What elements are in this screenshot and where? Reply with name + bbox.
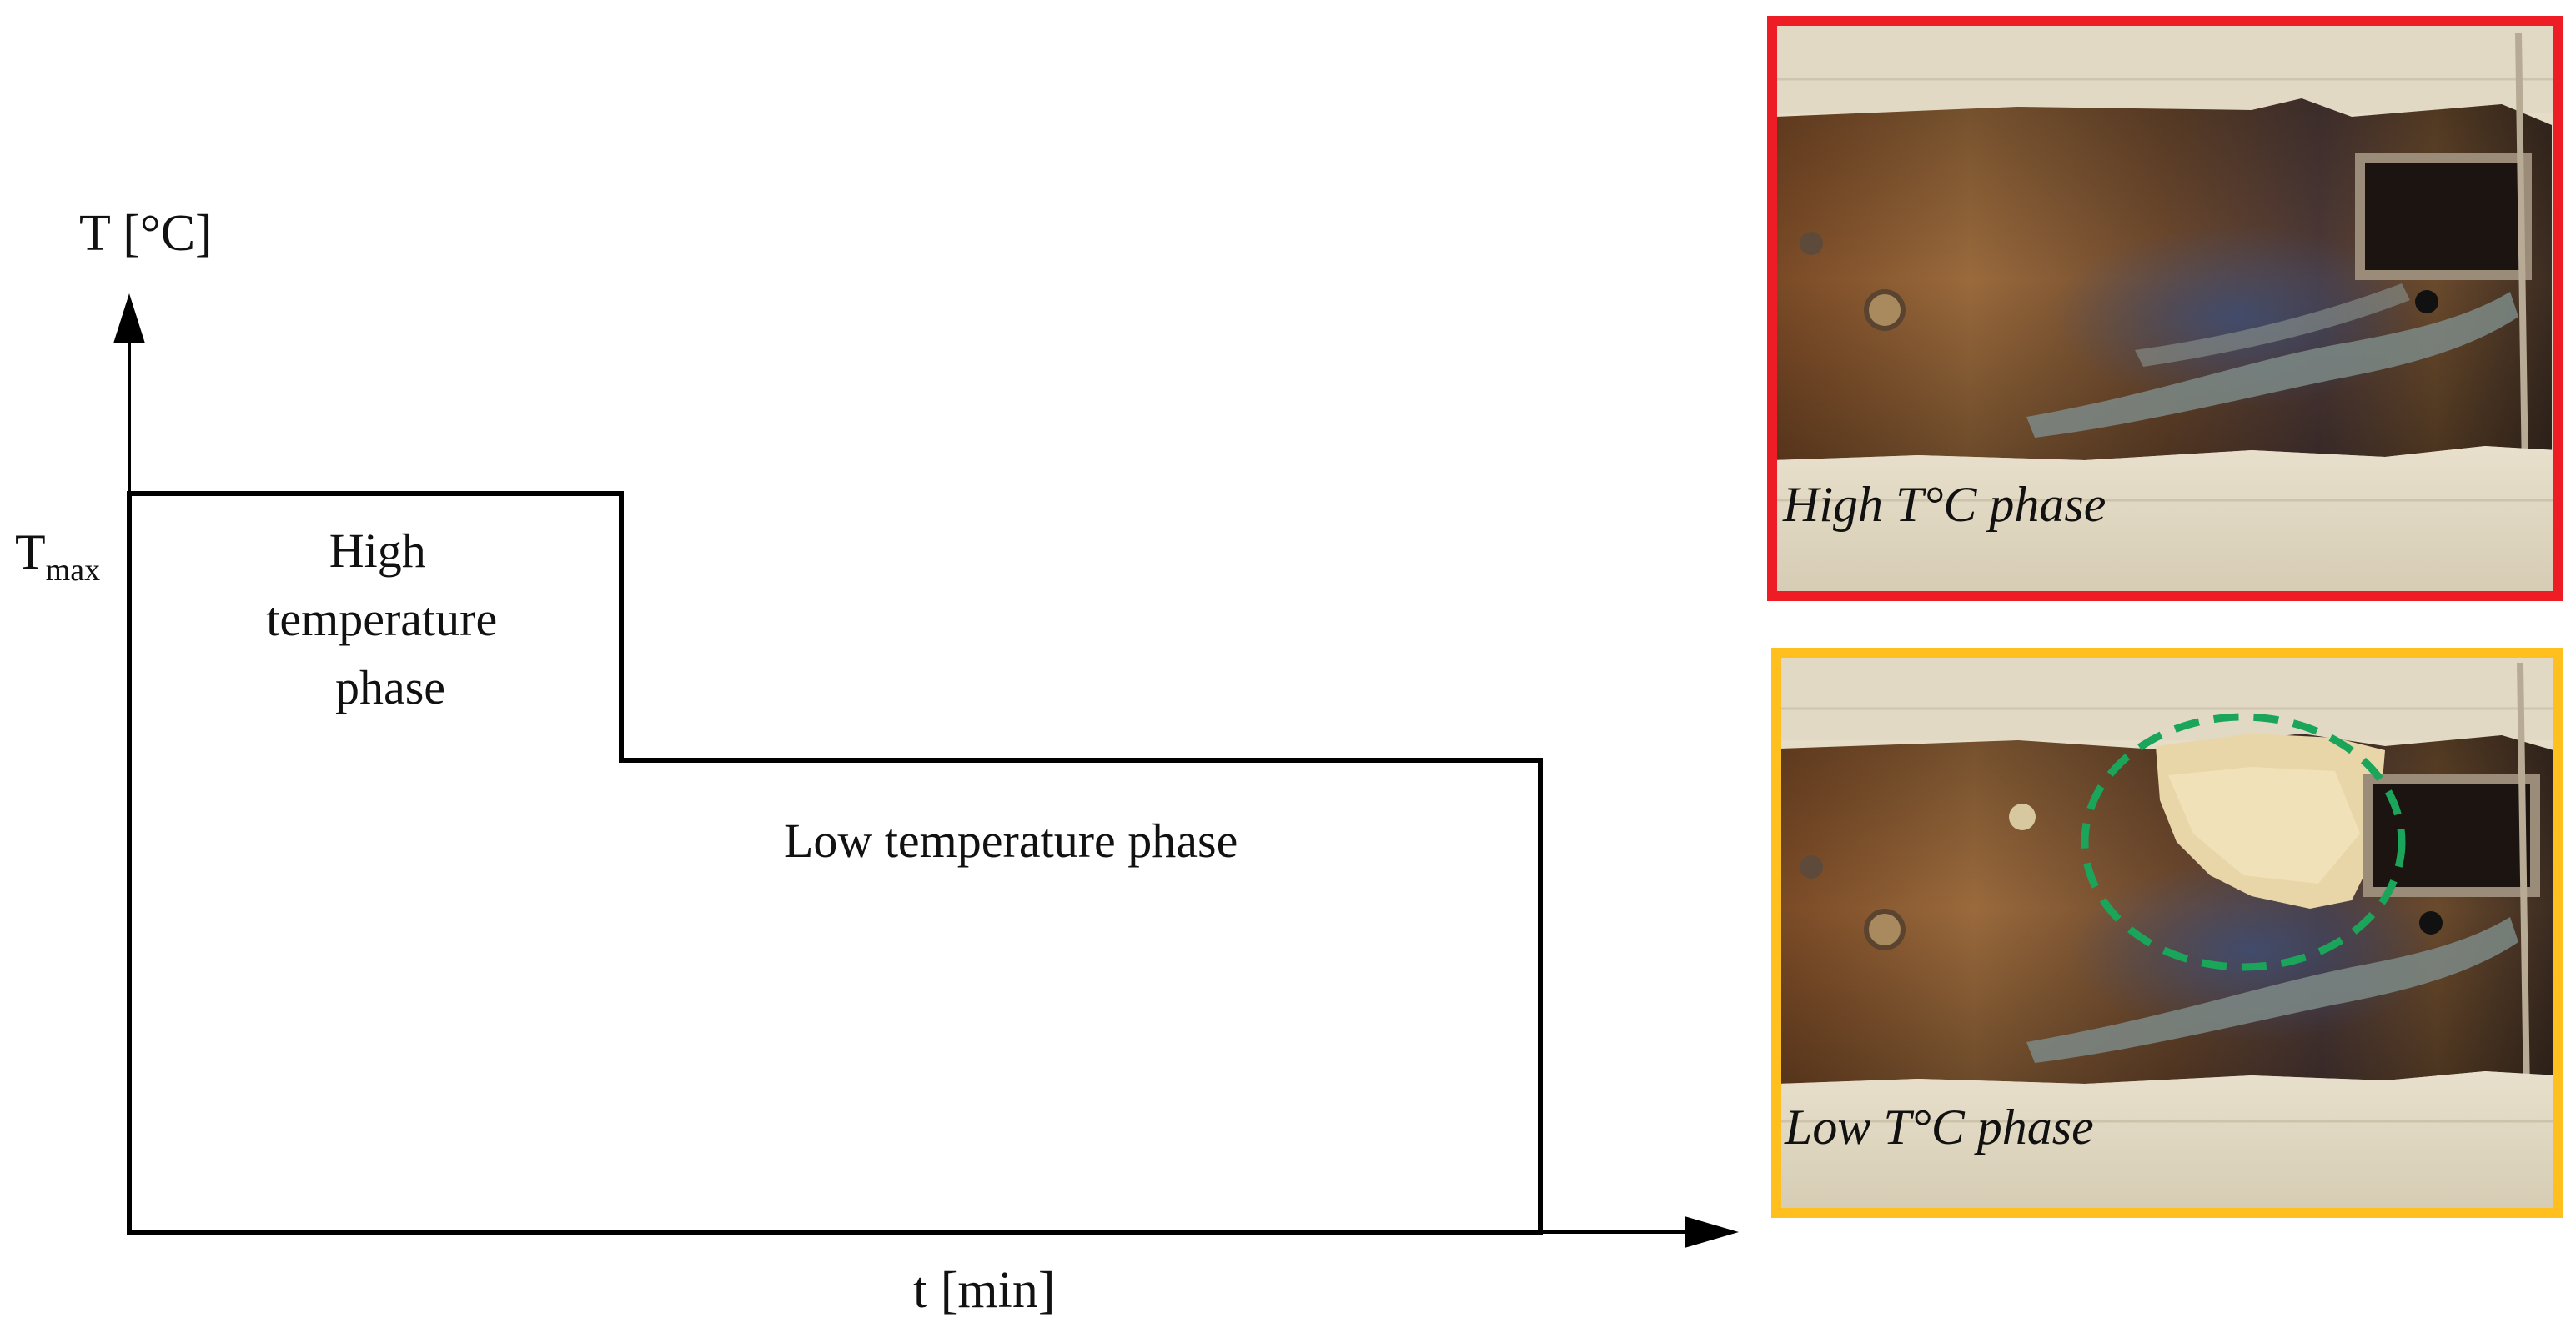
y-axis-label: T [°C] — [79, 205, 213, 262]
x-axis-arrowhead — [1685, 1216, 1739, 1248]
high-phase-line-1: High — [329, 524, 426, 578]
x-axis-label: t [min] — [913, 1262, 1055, 1319]
low-phase-label: Low temperature phase — [784, 814, 1238, 868]
damage-highlight-ellipse — [2081, 713, 2406, 971]
low-phase-photo-border — [1771, 648, 2563, 1218]
temperature-profile-diagram: T [°C] t [min] Tmax High temperature pha… — [15, 205, 1739, 1319]
high-phase-line-2: temperature — [266, 592, 497, 646]
tmax-base: T — [15, 524, 46, 579]
tmax-subscript: max — [46, 553, 100, 588]
y-axis-arrowhead — [113, 293, 145, 343]
high-phase-photo-border — [1767, 16, 2563, 601]
high-phase-label: High temperature phase — [266, 524, 509, 714]
low-phase-photo: Low T°C phase — [1771, 648, 2563, 1218]
tmax-label: Tmax — [15, 524, 100, 588]
high-phase-line-3: phase — [335, 660, 445, 714]
low-phase-caption: Low T°C phase — [1784, 1100, 2094, 1155]
temperature-profile-line — [127, 491, 1543, 1235]
high-phase-caption: High T°C phase — [1782, 477, 2106, 532]
high-phase-photo: High T°C phase — [1767, 16, 2563, 601]
